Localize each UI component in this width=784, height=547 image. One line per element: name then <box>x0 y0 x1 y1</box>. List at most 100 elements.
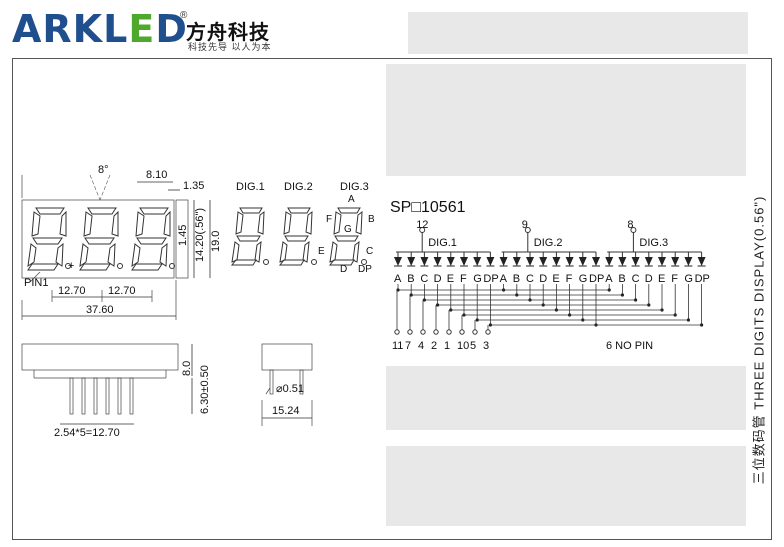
seg-label-e: E <box>318 246 325 257</box>
seg-label-f: F <box>326 214 332 225</box>
pin1-label: PIN1 <box>24 277 48 289</box>
digit-right-1 <box>230 207 269 266</box>
pin-node <box>459 329 465 335</box>
segment-label: DP <box>589 273 604 285</box>
no-pin-note: 6 NO PIN <box>606 340 653 352</box>
segment-label: E <box>552 273 559 285</box>
dim-pitch-2: 12.70 <box>108 285 136 297</box>
dig1-label: DIG.1 <box>236 181 265 193</box>
end-view-body <box>261 343 313 371</box>
led-diode <box>446 257 455 266</box>
junction-dot <box>673 313 677 317</box>
pin-number: 4 <box>418 340 424 352</box>
pin-node <box>472 329 478 335</box>
led-diode <box>486 257 495 266</box>
dim-total-width: 37.60 <box>86 304 114 316</box>
segment-label: F <box>460 273 467 285</box>
led-diode <box>644 257 653 266</box>
dim-side-height: 8.0 <box>181 361 193 376</box>
background-panel <box>386 446 746 526</box>
seg-label-g: G <box>344 224 352 235</box>
led-diode <box>526 257 534 266</box>
digit-right-2 <box>278 207 317 266</box>
dig3-label: DIG.3 <box>340 181 369 193</box>
pin-number: 2 <box>431 340 437 352</box>
brand-logo: ARKLED <box>12 7 188 51</box>
common-pin-node <box>419 227 426 233</box>
dim-digit-width: 8.10 <box>146 169 167 181</box>
pin-node <box>420 329 426 335</box>
led-diode <box>671 257 680 266</box>
group-label: DIG.2 <box>534 237 563 249</box>
seg-label-c: C <box>366 246 373 257</box>
pin-number: 1 <box>444 340 450 352</box>
part-number: SP□10561 <box>390 199 466 216</box>
pins <box>69 377 134 415</box>
led-diode <box>565 257 574 266</box>
common-pin-number: 8 <box>627 219 633 231</box>
company-name: 方舟科技 <box>186 20 270 44</box>
common-pin-number: 12 <box>416 219 428 231</box>
led-diode <box>658 257 666 266</box>
seg-label-d: D <box>340 264 347 275</box>
led-diode <box>552 257 561 266</box>
background-panel <box>408 12 748 54</box>
led-diode <box>697 257 706 266</box>
led-diode <box>407 257 416 266</box>
junction-dot <box>647 303 651 307</box>
dim-pitch-1: 12.70 <box>58 285 86 297</box>
led-diode <box>592 257 600 266</box>
digit-right-3 <box>328 207 367 266</box>
led-diode <box>499 257 508 266</box>
pin-number: 7 <box>405 340 411 352</box>
segment-label: E <box>447 273 454 285</box>
dim-pin-spacing: 2.54*5=12.70 <box>54 427 120 439</box>
led-diode <box>460 257 468 266</box>
led-diode <box>684 257 693 266</box>
segment-label: D <box>434 273 442 285</box>
pin-node <box>407 329 413 335</box>
dim-digit-height: 14.20(.56") <box>194 208 206 262</box>
pin-node <box>446 329 452 335</box>
display-body-left <box>21 199 175 279</box>
company-slogan: 科技先导 以人为本 <box>188 42 272 52</box>
pin-number: 5 <box>470 340 476 352</box>
seg-label-a: A <box>348 194 355 205</box>
seg-label-dp: DP <box>358 264 372 275</box>
common-pin-number: 9 <box>522 219 528 231</box>
seg-label-b: B <box>368 214 375 225</box>
pin-node <box>433 329 439 335</box>
dig2-label: DIG.2 <box>284 181 313 193</box>
led-diode <box>394 257 402 266</box>
segment-label: G <box>684 273 693 285</box>
dim-seg-width: 1.35 <box>183 180 204 192</box>
led-diode <box>578 257 587 266</box>
dim-pin-diameter: ⌀0.51 <box>276 383 304 395</box>
led-diode <box>473 257 482 266</box>
segment-label: D <box>539 273 547 285</box>
digit-2 <box>79 207 123 271</box>
segment-label: F <box>566 273 573 285</box>
segment-label: C <box>526 273 534 285</box>
led-diode <box>433 257 442 266</box>
dim-pin-length: 6.30±0.50 <box>199 365 211 414</box>
group-label: DIG.1 <box>428 237 457 249</box>
segment-label: B <box>513 273 520 285</box>
led-diode <box>539 257 548 266</box>
dim-angle: 8° <box>98 164 109 176</box>
led-diode <box>618 257 627 266</box>
segment-label: E <box>658 273 665 285</box>
led-diode <box>605 257 614 266</box>
registered-mark: ® <box>180 10 188 21</box>
pin1-marker: + <box>68 260 74 272</box>
common-pin-node <box>524 227 531 233</box>
background-panel <box>386 64 746 176</box>
segment-label: C <box>420 273 428 285</box>
junction-dot <box>607 288 611 292</box>
segment-label: F <box>671 273 678 285</box>
segment-label: D <box>645 273 653 285</box>
digit-1 <box>27 207 71 271</box>
segment-label: B <box>618 273 625 285</box>
